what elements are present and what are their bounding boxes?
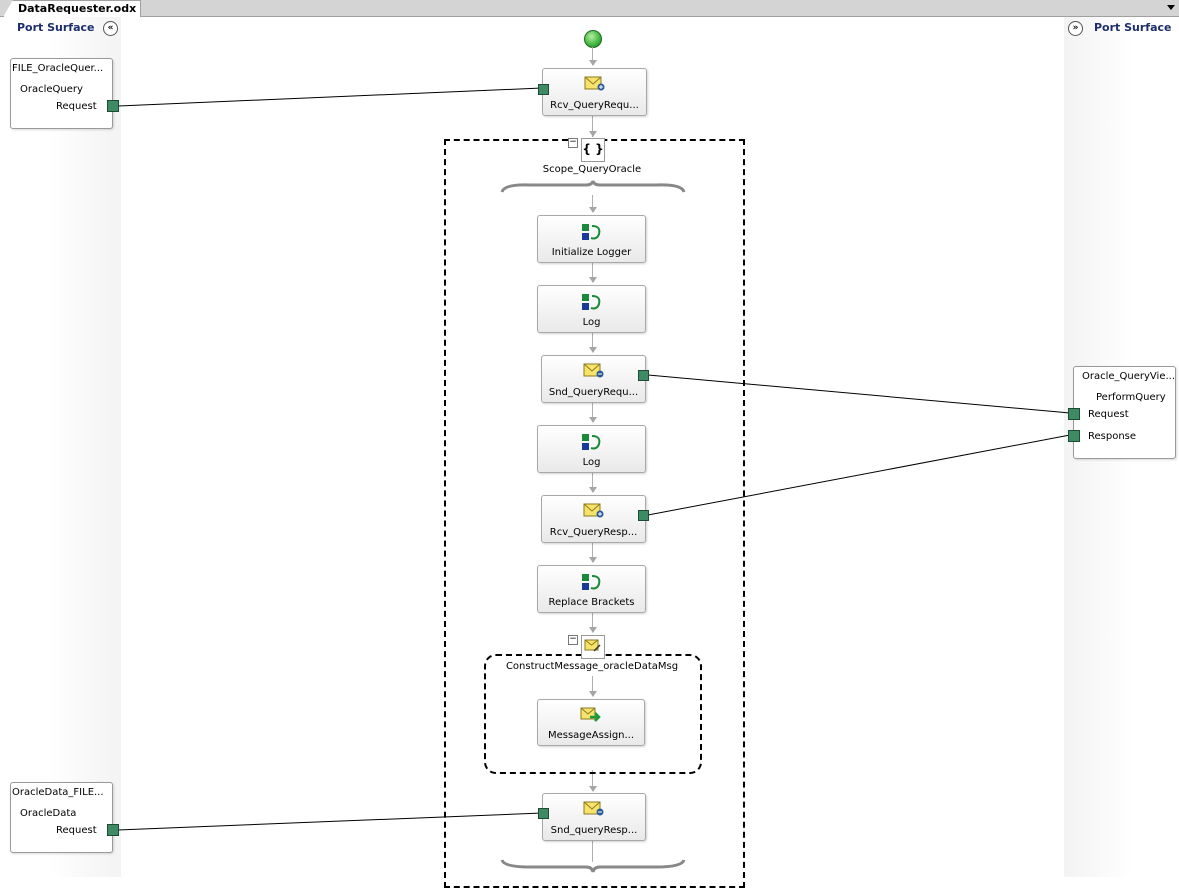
flow-line xyxy=(592,47,593,65)
construct-message-icon xyxy=(581,635,605,659)
shape-log[interactable]: Log xyxy=(537,425,646,473)
flow-arrow-icon xyxy=(589,627,597,633)
message-assign-icon xyxy=(580,707,601,722)
document-tab-bar: DataRequester.odx xyxy=(0,0,1179,17)
flow-line xyxy=(592,770,593,790)
right-port-surface-title: Port Surface xyxy=(1094,21,1172,34)
receive-envelope-icon xyxy=(583,503,603,518)
flow-line xyxy=(592,332,593,352)
construct-label: ConstructMessage_oracleDataMsg xyxy=(505,661,679,672)
flow-arrow-icon xyxy=(589,557,597,563)
tab-datarequester[interactable]: DataRequester.odx xyxy=(3,0,142,17)
port-message: Request xyxy=(56,825,97,836)
port-connector-icon[interactable] xyxy=(1068,430,1080,442)
port-oracledata-file[interactable]: OracleData_FILE... OracleData Request xyxy=(10,782,113,853)
shape-rcv-queryresponse[interactable]: Rcv_QueryResp... xyxy=(541,495,646,543)
flow-line xyxy=(592,262,593,282)
send-envelope-icon xyxy=(583,801,604,816)
collapse-construct-icon[interactable]: − xyxy=(568,634,578,645)
flow-line xyxy=(592,840,593,862)
port-operation: PerformQuery xyxy=(1096,392,1166,403)
flow-arrow-icon xyxy=(589,60,597,66)
start-icon[interactable] xyxy=(584,30,602,48)
shape-initialize-logger[interactable]: Initialize Logger xyxy=(537,215,646,263)
port-name: Oracle_QueryVie... xyxy=(1082,371,1176,382)
port-connector-icon[interactable] xyxy=(107,824,119,836)
flow-line xyxy=(592,402,593,422)
flow-line xyxy=(592,612,593,632)
flow-line xyxy=(592,542,593,562)
expression-icon xyxy=(581,224,600,240)
receive-envelope-icon xyxy=(584,76,604,91)
left-port-surface: Port Surface « xyxy=(0,17,121,877)
port-message-response: Response xyxy=(1088,431,1137,442)
shape-message-assign[interactable]: MessageAssign... xyxy=(537,699,645,746)
collapse-scope-icon[interactable]: − xyxy=(568,137,578,148)
shape-label: Initialize Logger xyxy=(551,247,632,258)
flow-arrow-icon xyxy=(589,487,597,493)
flow-arrow-icon xyxy=(589,131,597,137)
scope-brace-top xyxy=(500,180,686,193)
flow-line xyxy=(592,676,593,696)
scope-brace-bottom xyxy=(500,859,686,873)
shape-port-connector-icon[interactable] xyxy=(638,510,649,521)
port-message-request: Request xyxy=(1088,409,1129,420)
expression-icon xyxy=(581,294,600,310)
tab-dropdown-icon[interactable] xyxy=(1167,5,1175,10)
shape-port-connector-icon[interactable] xyxy=(538,808,549,819)
shape-label: MessageAssign... xyxy=(547,730,635,741)
shape-label: Rcv_QueryResp... xyxy=(549,527,638,538)
shape-label: Snd_QueryRequ... xyxy=(548,387,639,398)
shape-label: Log xyxy=(582,317,601,328)
shape-label: Replace Brackets xyxy=(548,597,635,608)
collapse-left-icon[interactable]: « xyxy=(103,21,118,36)
shape-port-connector-icon[interactable] xyxy=(638,370,649,381)
shape-label: Log xyxy=(582,457,601,468)
flow-line xyxy=(592,115,593,137)
port-connector-icon[interactable] xyxy=(107,100,119,112)
expression-icon xyxy=(581,434,600,450)
scope-label: Scope_QueryOracle xyxy=(542,164,642,175)
port-oracle-queryview[interactable]: Oracle_QueryVie... PerformQuery Request … xyxy=(1073,366,1176,459)
port-operation: OracleData xyxy=(20,808,77,819)
flow-line xyxy=(592,472,593,492)
shape-snd-queryrequest[interactable]: Snd_QueryRequ... xyxy=(541,355,646,403)
flow-arrow-icon xyxy=(589,786,597,792)
collapse-right-icon[interactable]: » xyxy=(1068,21,1083,36)
scope-braces-icon: { } xyxy=(581,138,605,162)
shape-replace-brackets[interactable]: Replace Brackets xyxy=(537,565,646,613)
shape-label: Rcv_QueryRequ... xyxy=(550,100,639,111)
shape-port-connector-icon[interactable] xyxy=(538,84,549,95)
send-envelope-icon xyxy=(583,363,603,378)
flow-arrow-icon xyxy=(589,417,597,423)
flow-arrow-icon xyxy=(589,691,597,697)
port-connector-icon[interactable] xyxy=(1068,408,1080,420)
shape-label: Snd_queryResp... xyxy=(550,825,638,836)
expression-icon xyxy=(581,574,600,590)
flow-arrow-icon xyxy=(589,277,597,283)
flow-line xyxy=(592,195,593,211)
port-file-oraclequery[interactable]: FILE_OracleQuer... OracleQuery Request xyxy=(10,58,113,129)
shape-rcv-queryrequest[interactable]: Rcv_QueryRequ... xyxy=(542,68,647,116)
flow-arrow-icon xyxy=(589,347,597,353)
shape-log[interactable]: Log xyxy=(537,285,646,333)
left-port-surface-title: Port Surface xyxy=(17,21,95,34)
port-name: OracleData_FILE... xyxy=(12,787,104,798)
port-name: FILE_OracleQuer... xyxy=(12,63,104,74)
shape-snd-queryresponse[interactable]: Snd_queryResp... xyxy=(542,793,646,841)
port-operation: OracleQuery xyxy=(20,84,83,95)
flow-arrow-icon xyxy=(589,207,597,213)
port-message: Request xyxy=(56,101,97,112)
